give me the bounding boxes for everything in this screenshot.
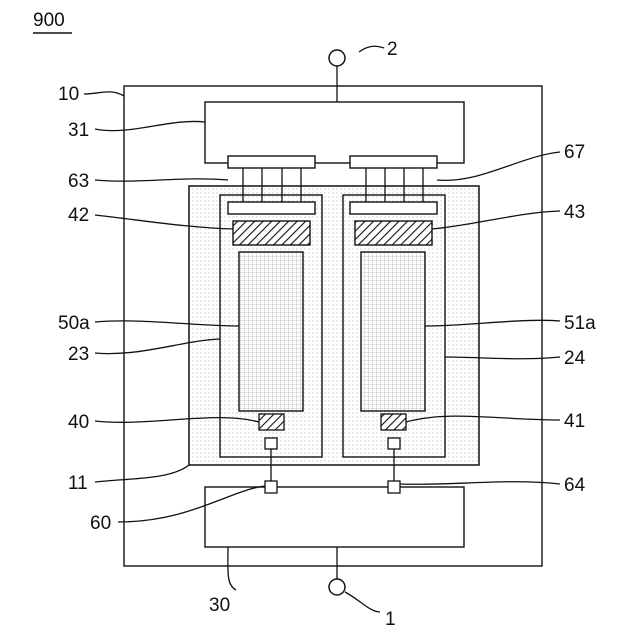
label-31: 31 (68, 120, 89, 141)
label-63: 63 (68, 171, 89, 192)
bond-pad-64-lower (388, 481, 400, 493)
label-23: 23 (68, 344, 89, 365)
label-50a: 50a (58, 313, 90, 334)
pad-43 (355, 221, 432, 245)
label-64: 64 (564, 475, 586, 496)
active-region-51a (361, 252, 425, 411)
label-30: 30 (209, 595, 230, 616)
connector-67-bottom-bar (350, 202, 437, 214)
electrode-31 (205, 102, 464, 163)
label-67: 67 (564, 142, 585, 163)
pad-41 (381, 414, 406, 430)
label-41: 41 (564, 411, 585, 432)
bond-pad-60-lower (265, 481, 277, 493)
label-1: 1 (385, 609, 396, 630)
terminal-1 (329, 579, 345, 595)
label-24: 24 (564, 348, 586, 369)
label-40: 40 (68, 412, 89, 433)
bond-pad-64-upper (388, 438, 400, 449)
electrode-30 (205, 487, 464, 547)
pad-40 (259, 414, 284, 430)
figure-number: 900 (33, 10, 65, 31)
label-60: 60 (90, 513, 111, 534)
terminal-2 (329, 50, 345, 66)
label-2: 2 (387, 39, 398, 60)
label-10: 10 (58, 84, 79, 105)
bond-pad-60-upper (265, 438, 277, 449)
label-11: 11 (68, 473, 88, 494)
connector-63-bottom-bar (228, 202, 315, 214)
label-51a: 51a (564, 313, 596, 334)
label-43: 43 (564, 202, 585, 223)
pad-42 (233, 221, 310, 245)
connector-67-top-bar (350, 156, 437, 168)
active-region-50a (239, 252, 303, 411)
connector-63-top-bar (228, 156, 315, 168)
label-42: 42 (68, 205, 89, 226)
